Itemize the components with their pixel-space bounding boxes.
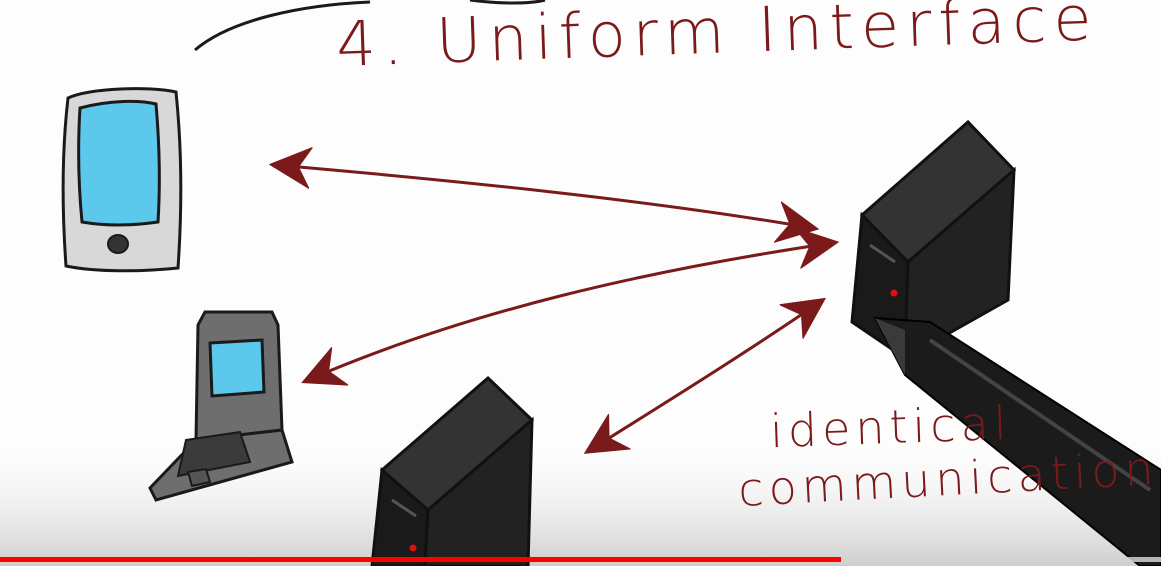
stylus-pen-icon [873, 316, 1161, 566]
curve-stroke [469, 0, 546, 5]
curve-stroke [194, 0, 371, 52]
smartphone-icon [61, 87, 183, 273]
bidirectional-arrow [308, 243, 832, 380]
annotation-identical: identical [769, 395, 1013, 459]
video-progress-bar[interactable] [0, 557, 1161, 562]
laptop-icon [148, 310, 294, 502]
video-progress-played [0, 557, 841, 562]
bidirectional-arrow [590, 302, 820, 450]
bidirectional-arrow [276, 165, 812, 228]
server-icon [370, 375, 535, 566]
